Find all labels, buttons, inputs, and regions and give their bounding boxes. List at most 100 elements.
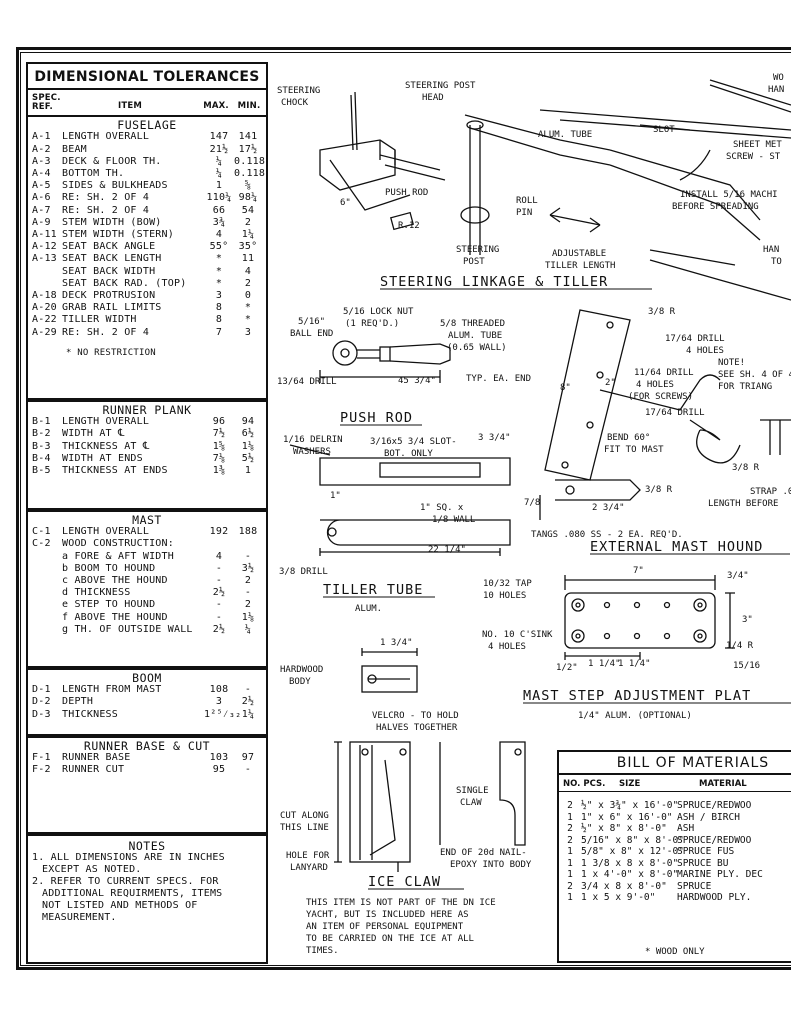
max-value: 110¼ bbox=[206, 192, 232, 204]
single-claw bbox=[499, 741, 526, 846]
min-value: 1¼ bbox=[241, 229, 255, 241]
item-name: THICKNESS bbox=[62, 708, 118, 720]
label: SHEET MET bbox=[733, 140, 782, 150]
label: 17/64 DRILL bbox=[665, 334, 725, 344]
spec-ref: B-1 bbox=[32, 416, 51, 428]
min-value: - bbox=[244, 764, 252, 776]
bom-size: ½" x 8" x 8'-0" bbox=[581, 823, 667, 834]
min-value: 5½ bbox=[241, 452, 255, 464]
table-row: f ABOVE THE HOUND-1⅛ bbox=[32, 612, 262, 624]
label: HEAD bbox=[422, 93, 444, 103]
min-value: * bbox=[244, 314, 252, 326]
tiller-tube-title: TILLER TUBE bbox=[323, 582, 423, 598]
bom-pcs: 1 bbox=[567, 869, 573, 880]
min-value: 2 bbox=[244, 216, 252, 228]
item-name: WIDTH AT ENDS bbox=[62, 452, 143, 464]
min-value: 94 bbox=[241, 416, 255, 428]
min-value: 3½ bbox=[241, 562, 255, 574]
min-value: 17½ bbox=[238, 143, 258, 155]
min-value: - bbox=[244, 587, 252, 599]
table-row: e STEP TO HOUND-2 bbox=[32, 599, 262, 611]
bom-material: SPRUCE/REDWOO bbox=[677, 834, 752, 846]
min-value: 141 bbox=[238, 131, 258, 143]
spec-ref: A-9 bbox=[32, 216, 51, 228]
item-name: LENGTH OVERALL bbox=[62, 526, 150, 538]
ice-claw-note: YACHT, BUT IS INCLUDED HERE AS bbox=[306, 910, 469, 920]
label: 1 3/4" bbox=[380, 638, 413, 648]
max-value: * bbox=[215, 253, 223, 265]
max-value: 21½ bbox=[209, 143, 229, 155]
min-value: 1⅛ bbox=[241, 440, 255, 452]
label: 5/16 LOCK NUT bbox=[343, 307, 414, 317]
label: 1/2" bbox=[556, 663, 578, 673]
label: 1 1/4" bbox=[618, 659, 651, 669]
spec-ref: F-1 bbox=[32, 752, 51, 764]
bom-size: 1 x 4'-0" x 8'-0" bbox=[581, 869, 679, 880]
tiller-tube-body bbox=[319, 457, 511, 486]
bom-size: 1" x 6" x 16'-0" bbox=[581, 811, 673, 823]
label: 1/8 WALL bbox=[432, 515, 475, 525]
label: STEERING bbox=[456, 245, 499, 255]
bom-material: SPRUCE BU bbox=[677, 857, 729, 869]
notes-title: NOTES bbox=[128, 839, 166, 853]
min-value: - bbox=[244, 684, 252, 696]
max-value: - bbox=[215, 562, 223, 574]
item-name: SEAT BACK LENGTH bbox=[62, 253, 162, 265]
item-name: TILLER WIDTH bbox=[62, 314, 137, 326]
spec-ref: A-13 bbox=[32, 253, 57, 265]
label: BEFORE SPREADING bbox=[672, 202, 759, 212]
label: CHOCK bbox=[281, 98, 309, 108]
label: WASHERS bbox=[293, 447, 331, 457]
item-name: LENGTH FROM MAST bbox=[62, 684, 162, 696]
item-name: c ABOVE THE HOUND bbox=[62, 575, 168, 587]
label: SINGLE bbox=[456, 786, 489, 796]
item-name: RUNNER CUT bbox=[62, 764, 125, 776]
spec-ref: A-29 bbox=[32, 326, 57, 338]
label: ALUM. TUBE bbox=[538, 130, 592, 140]
label: 3/8 DRILL bbox=[279, 567, 328, 577]
min-value: 1 bbox=[244, 465, 252, 477]
bom-material: SPRUCE/REDWOO bbox=[677, 800, 752, 811]
label: 13/64 DRILL bbox=[277, 377, 337, 387]
label: PIN bbox=[516, 208, 532, 218]
ice-claw-note: TO BE CARRIED ON THE ICE AT ALL bbox=[306, 934, 474, 944]
max-value: 2½ bbox=[212, 587, 226, 599]
section-title: RUNNER BASE & CUT bbox=[83, 739, 211, 753]
label: 5/8 THREADED bbox=[440, 319, 505, 329]
max-value: 8 bbox=[215, 302, 223, 314]
max-value: 4 bbox=[215, 229, 223, 241]
item-name: BEAM bbox=[62, 143, 87, 155]
label: TYP. EA. END bbox=[466, 374, 531, 384]
label: TANGS .080 SS - 2 EA. REQ'D. bbox=[531, 530, 683, 540]
min-value: 54 bbox=[241, 204, 255, 216]
bom-material: SPRUCE bbox=[677, 880, 712, 892]
hound-title: EXTERNAL MAST HOUND bbox=[590, 539, 763, 555]
ice-claw-note: AN ITEM OF PERSONAL EQUIPMENT bbox=[306, 922, 464, 932]
label: TILLER LENGTH bbox=[545, 261, 615, 271]
label: 2 3/4" bbox=[592, 503, 625, 513]
label: VELCRO - TO HOLD bbox=[372, 711, 459, 721]
min-value: ¼ bbox=[244, 623, 252, 635]
label: 1/16 DELRIN bbox=[283, 435, 343, 445]
label: 15/16 bbox=[733, 661, 760, 671]
push-rod-link bbox=[379, 154, 446, 181]
label: STEERING POST bbox=[405, 81, 476, 91]
table-row: SEAT BACK WIDTH*4 bbox=[32, 266, 262, 278]
spec-ref: A-12 bbox=[32, 241, 57, 253]
